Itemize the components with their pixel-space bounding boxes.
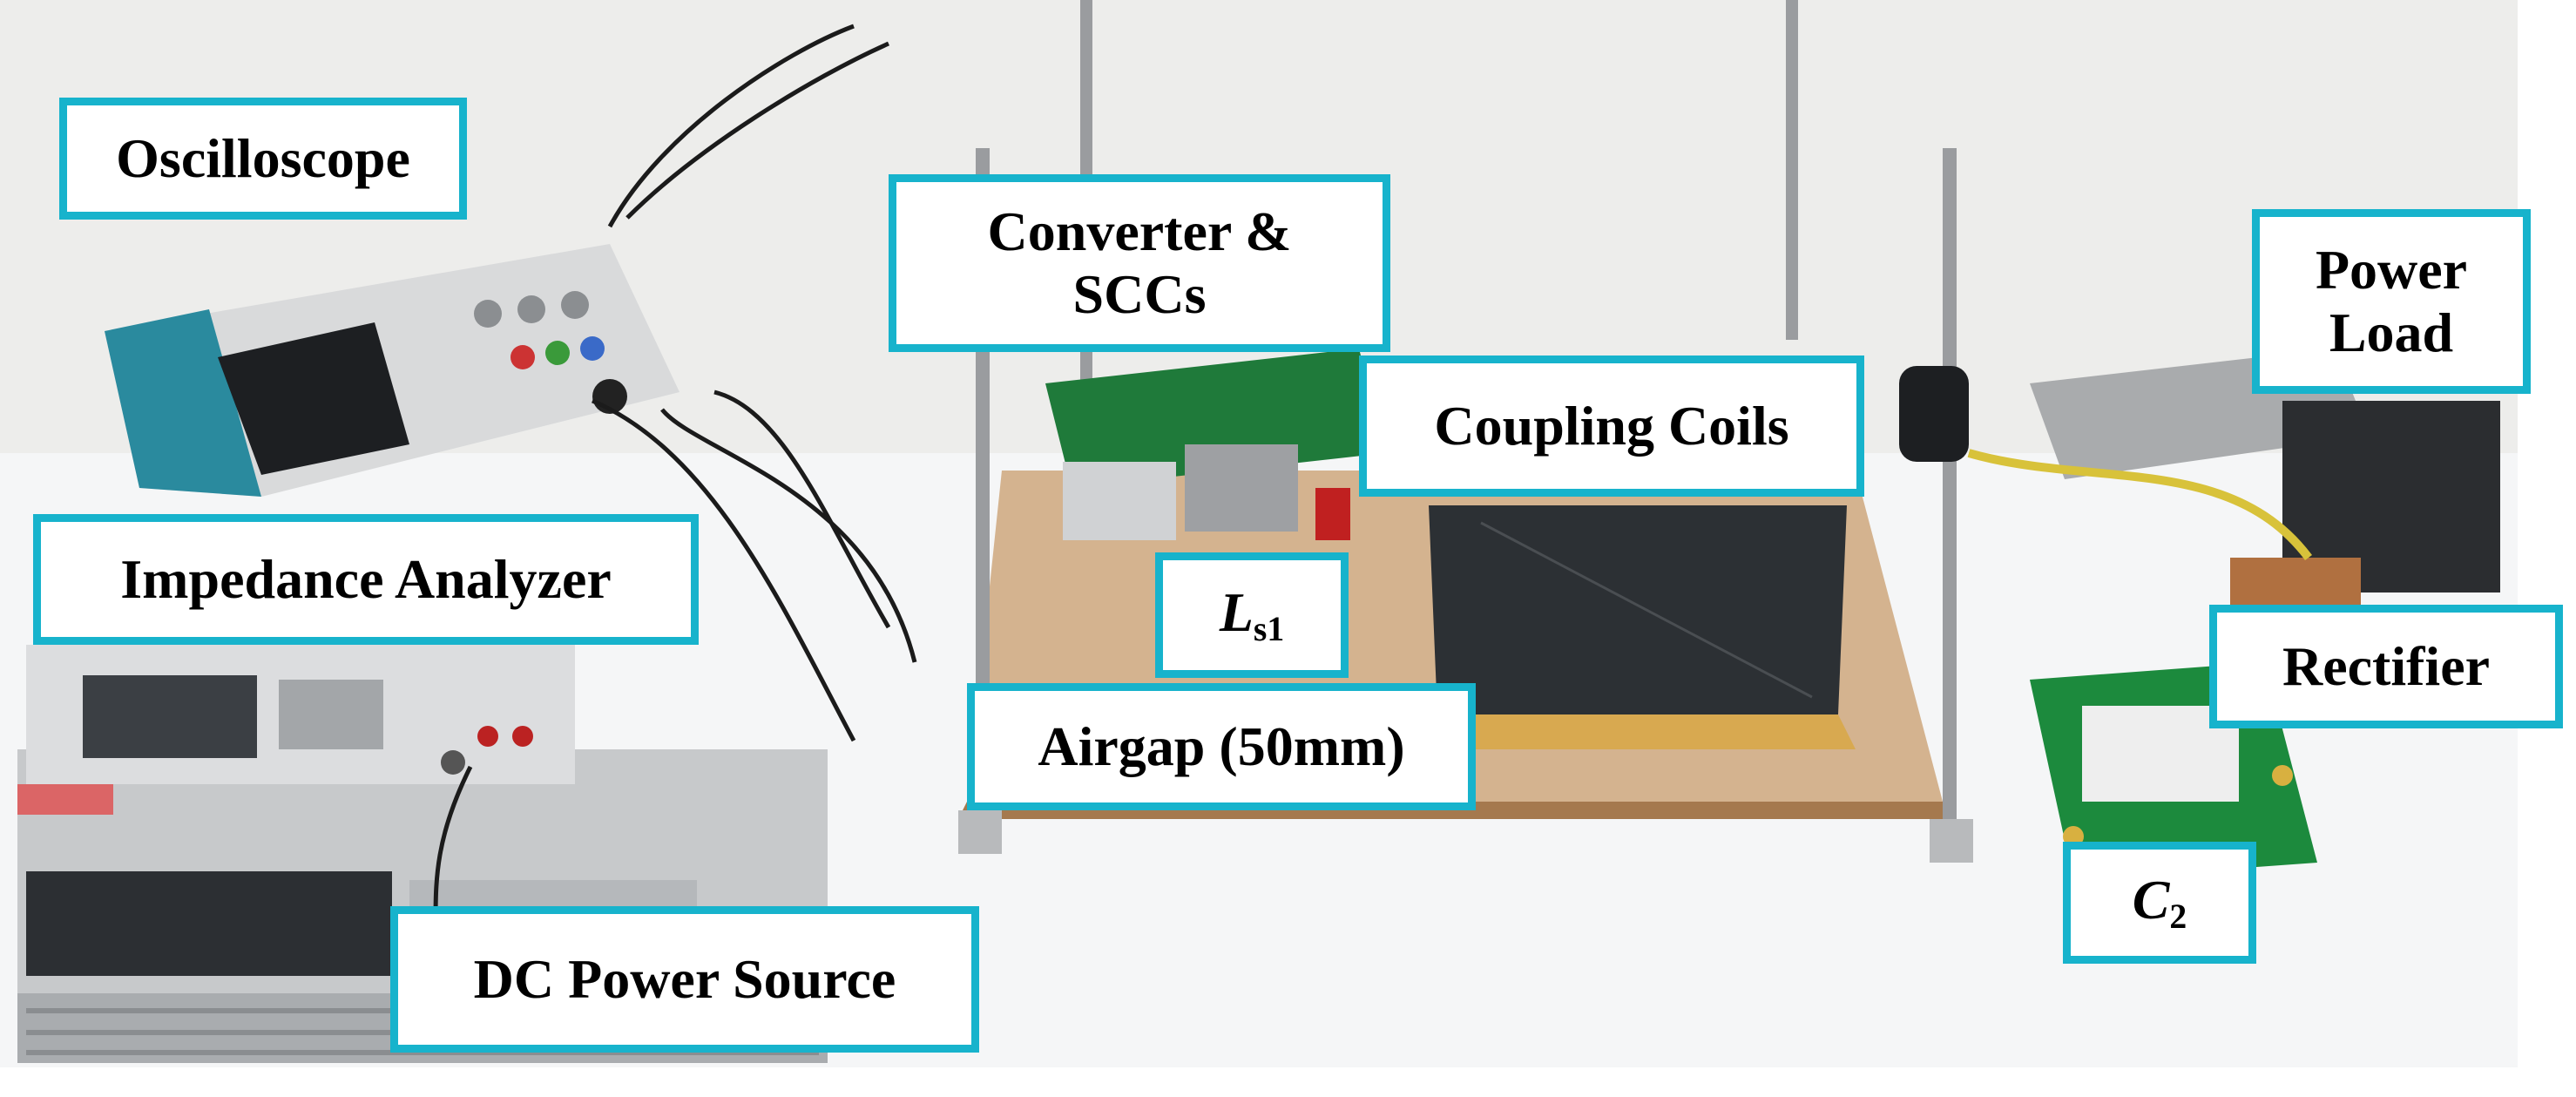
converter-sccs-label: Converter & SCCs xyxy=(889,174,1390,352)
cylinder-component xyxy=(1899,366,1969,462)
airgap-label: Airgap (50mm) xyxy=(967,683,1476,810)
coupling-coils-label: Coupling Coils xyxy=(1359,356,1864,497)
c2-subscript: 2 xyxy=(2169,897,2187,937)
ls1-subscript: s1 xyxy=(1253,610,1285,649)
ls1-symbol: L xyxy=(1219,581,1254,644)
c2-symbol: C xyxy=(2132,869,2170,931)
converter-board xyxy=(1045,349,1385,540)
oscilloscope-device xyxy=(105,244,679,497)
oscilloscope-label: Oscilloscope xyxy=(59,98,467,220)
bottom-edge-strip xyxy=(0,1067,2576,1097)
dc-power-source-label: DC Power Source xyxy=(390,906,979,1053)
impedance-analyzer-label: Impedance Analyzer xyxy=(33,514,699,645)
c2-label: C2 xyxy=(2063,842,2256,964)
coupling-coil-pad xyxy=(1429,505,1856,749)
right-edge-strip xyxy=(2518,0,2576,1097)
rectifier-label: Rectifier xyxy=(2209,605,2563,728)
ls1-label: Ls1 xyxy=(1155,552,1349,678)
power-load-label: Power Load xyxy=(2252,209,2531,394)
